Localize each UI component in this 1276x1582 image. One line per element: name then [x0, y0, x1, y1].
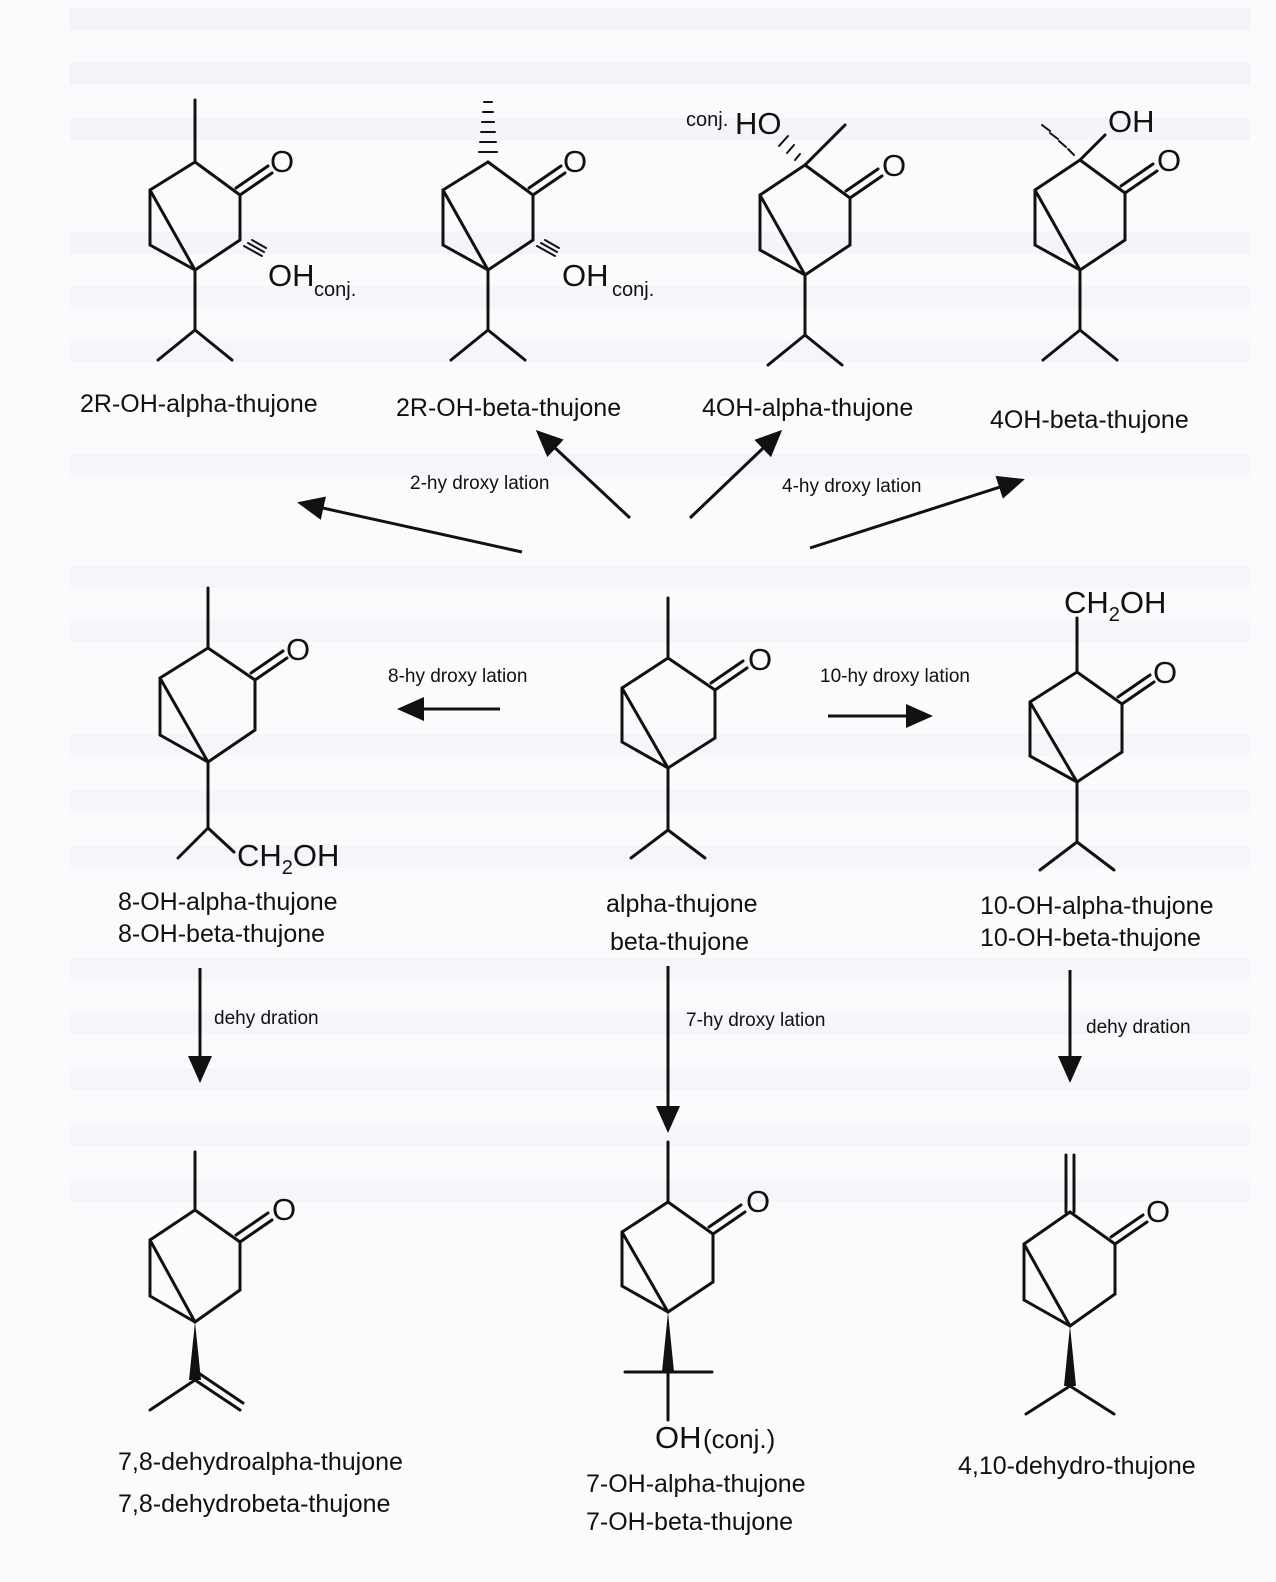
arrow-4-hydroxylation	[688, 429, 783, 520]
compound-name-4oh-alpha: 4OH-alpha-thujone	[702, 394, 913, 422]
oxygen-label: O	[1157, 143, 1181, 178]
reaction-label-8-hydroxylation: 8-hy droxy lation	[388, 666, 527, 687]
compound-name-alpha-thujone: alpha-thujone	[606, 890, 758, 918]
oxygen-label: O	[1146, 1194, 1170, 1229]
arrow-2-hydroxylation	[297, 496, 523, 554]
structure-4oh-beta-thujone: OH O	[1033, 104, 1181, 362]
conj-label: conj.	[314, 279, 356, 301]
compound-name-8-oh-beta: 8-OH-beta-thujone	[118, 920, 325, 948]
structure-7-oh-thujone: O OH (conj.)	[620, 1140, 775, 1455]
compound-name-10-oh-alpha: 10-OH-alpha-thujone	[980, 892, 1213, 920]
compound-name-beta-thujone: beta-thujone	[610, 928, 749, 956]
compound-name-4oh-beta: 4OH-beta-thujone	[990, 406, 1189, 434]
oxygen-label: O	[286, 632, 310, 667]
compound-name-4-10-dehydro: 4,10-dehydro-thujone	[958, 1452, 1196, 1480]
oxygen-label: O	[746, 1184, 770, 1219]
structure-7-8-dehydro-thujone: O	[148, 1150, 296, 1412]
hydroxyl-label: OH	[562, 258, 609, 293]
compound-name-7-oh-alpha: 7-OH-alpha-thujone	[586, 1470, 806, 1498]
arrow-to-4oh-beta	[809, 475, 1025, 550]
oxygen-label: O	[1153, 655, 1177, 690]
structure-2r-oh-beta-thujone: O OH conj.	[441, 101, 654, 362]
reaction-label-7-hydroxylation: 7-hy droxy lation	[686, 1010, 825, 1031]
oxygen-label: O	[563, 144, 587, 179]
oxygen-label: O	[882, 148, 906, 183]
reaction-label-dehydration-right: dehy dration	[1086, 1017, 1191, 1038]
conj-label: (conj.)	[703, 1424, 775, 1454]
hydroxyl-label: OH	[1108, 104, 1155, 139]
arrow-to-2r-oh-beta	[535, 429, 632, 520]
compound-name-7-oh-beta: 7-OH-beta-thujone	[586, 1508, 793, 1536]
compound-name-2r-oh-beta: 2R-OH-beta-thujone	[396, 394, 621, 422]
compound-name-7-8-dehydroalpha: 7,8-dehydroalpha-thujone	[118, 1448, 403, 1476]
structure-4oh-alpha-thujone: conj. HO O	[686, 106, 906, 367]
structure-8-oh-thujone: O CH2OH	[158, 586, 339, 879]
paper-bleed-texture	[70, 8, 1250, 1202]
structure-2r-oh-alpha-thujone: O OH conj.	[148, 98, 356, 362]
hydroxyl-label: OH	[655, 1420, 702, 1455]
structure-thujone: O	[620, 596, 772, 860]
reaction-label-10-hydroxylation: 10-hy droxy lation	[820, 666, 970, 687]
compound-name-2r-oh-alpha: 2R-OH-alpha-thujone	[80, 390, 318, 418]
compound-name-8-oh-alpha: 8-OH-alpha-thujone	[118, 888, 338, 916]
oxygen-label: O	[272, 1192, 296, 1227]
ch2oh-label: CH2OH	[1064, 585, 1166, 626]
hydroxyl-label: OH	[268, 258, 315, 293]
reaction-label-dehydration-left: dehy dration	[214, 1008, 319, 1029]
ch2oh-label: CH2OH	[237, 838, 339, 879]
conj-label: conj.	[686, 109, 728, 131]
hydroxyl-label: HO	[735, 106, 782, 141]
compound-name-10-oh-beta: 10-OH-beta-thujone	[980, 924, 1201, 952]
reaction-label-2-hydroxylation: 2-hy droxy lation	[410, 473, 549, 494]
reaction-label-4-hydroxylation: 4-hy droxy lation	[782, 476, 921, 497]
oxygen-label: O	[748, 642, 772, 677]
structure-4-10-dehydro-thujone: O	[1022, 1153, 1170, 1416]
structure-10-oh-thujone: CH2OH O	[1028, 585, 1177, 872]
conj-label: conj.	[612, 279, 654, 301]
compound-name-7-8-dehydrobeta: 7,8-dehydrobeta-thujone	[118, 1490, 390, 1518]
oxygen-label: O	[270, 144, 294, 179]
